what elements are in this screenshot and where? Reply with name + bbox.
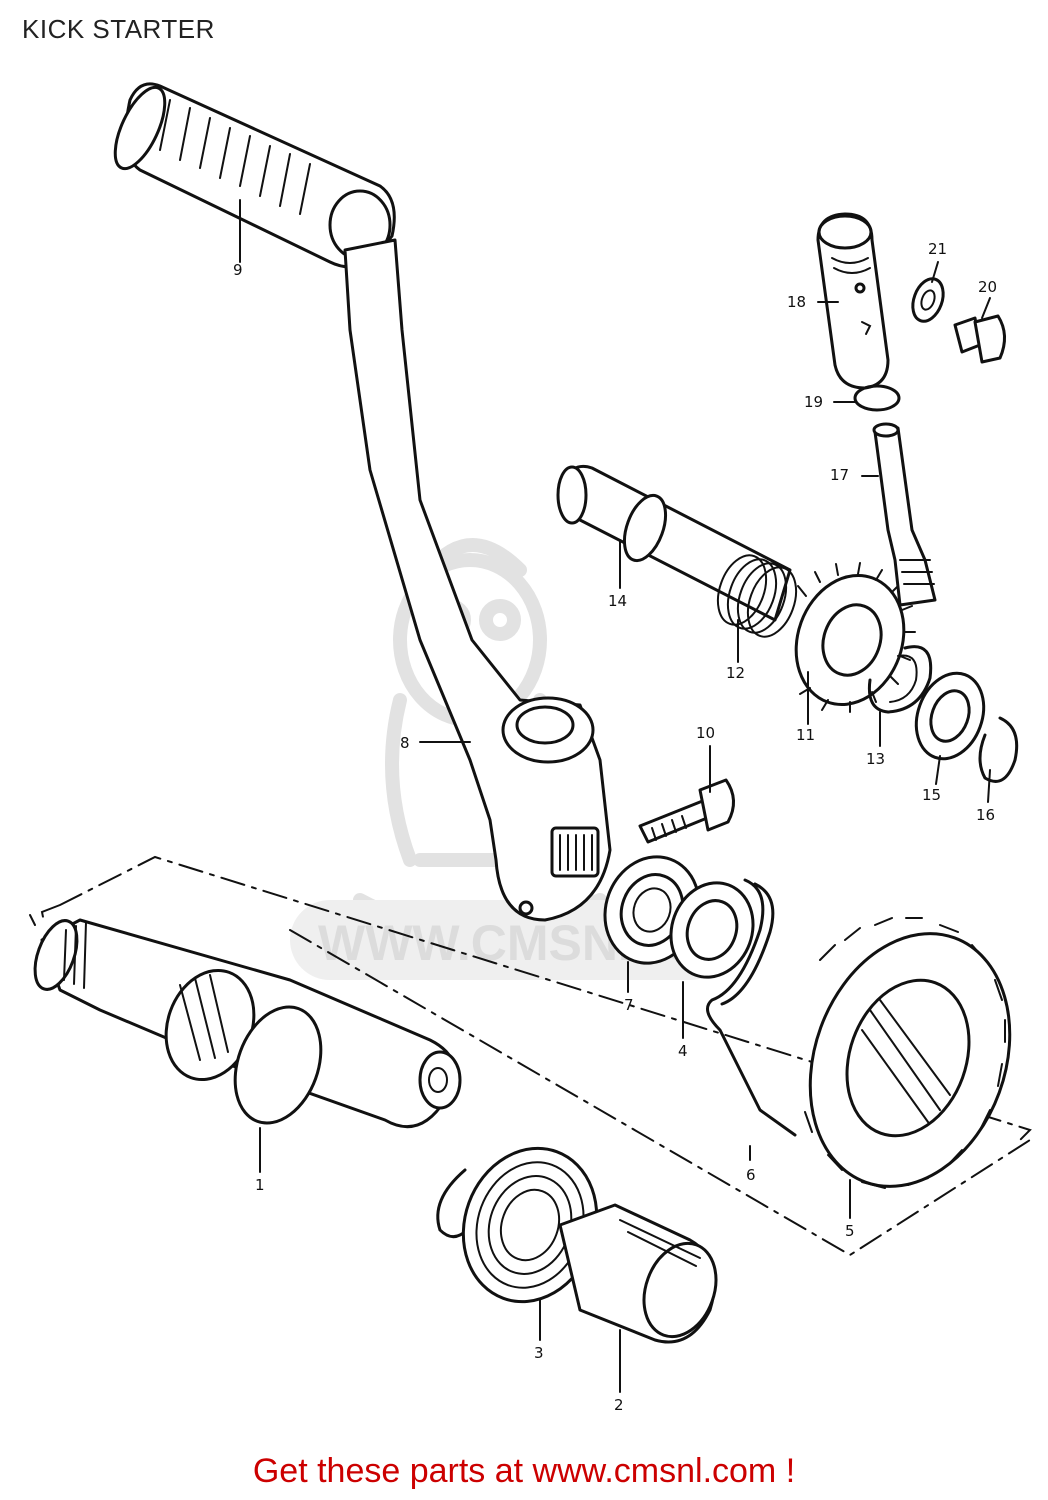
part-labels: 9 8 10 11 12 13 14 15 16 17 18 19 20 21 …: [233, 240, 997, 1414]
part-9-kick-grip: [113, 82, 396, 269]
part-15-washer: [914, 671, 986, 761]
label-part-17: 17: [830, 466, 849, 484]
part-2-spring-guide: [558, 1203, 718, 1344]
part-13-circlip: [867, 645, 933, 714]
label-part-12: 12: [726, 664, 745, 682]
label-part-2: 2: [614, 1396, 624, 1414]
parts-shop-link[interactable]: Get these parts at www.cmsnl.com !: [252, 1452, 796, 1490]
part-19-o-ring: [853, 384, 901, 412]
label-part-21: 21: [928, 240, 947, 258]
part-11-idle-gear: [794, 562, 916, 713]
label-part-20: 20: [978, 278, 997, 296]
label-part-10: 10: [696, 724, 715, 742]
label-part-19: 19: [804, 393, 823, 411]
label-part-11: 11: [796, 726, 815, 744]
label-part-14: 14: [608, 592, 627, 610]
part-21-washer: [911, 277, 945, 323]
part-20-bolt: [953, 314, 1006, 364]
diagram-title: KICK STARTER: [22, 14, 215, 44]
label-part-5: 5: [845, 1222, 855, 1240]
label-part-8: 8: [400, 734, 410, 752]
part-6-spring-guide: [706, 878, 797, 1137]
label-part-1: 1: [255, 1176, 265, 1194]
part-1-kick-shaft: [33, 918, 462, 1129]
part-8-kick-lever: [343, 238, 612, 922]
assembly-outline: [29, 855, 1032, 1257]
label-part-9: 9: [233, 261, 243, 279]
label-part-7: 7: [624, 996, 634, 1014]
part-12-spring: [716, 554, 798, 638]
part-18-housing: [816, 212, 890, 390]
part-5-kick-gear: [804, 917, 1012, 1189]
part-4-washer: [669, 881, 755, 979]
label-part-15: 15: [922, 786, 941, 804]
leader-lines: [239, 199, 991, 1393]
label-part-13: 13: [866, 750, 885, 768]
label-part-18: 18: [787, 293, 806, 311]
label-part-4: 4: [678, 1042, 688, 1060]
label-part-6: 6: [746, 1166, 756, 1184]
part-16-circlip: [978, 716, 1019, 783]
part-10-bolt: [638, 778, 735, 844]
part-17-drive-shaft: [872, 422, 937, 607]
label-part-16: 16: [976, 806, 995, 824]
label-part-3: 3: [534, 1344, 544, 1362]
part-14-shaft: [556, 464, 792, 622]
